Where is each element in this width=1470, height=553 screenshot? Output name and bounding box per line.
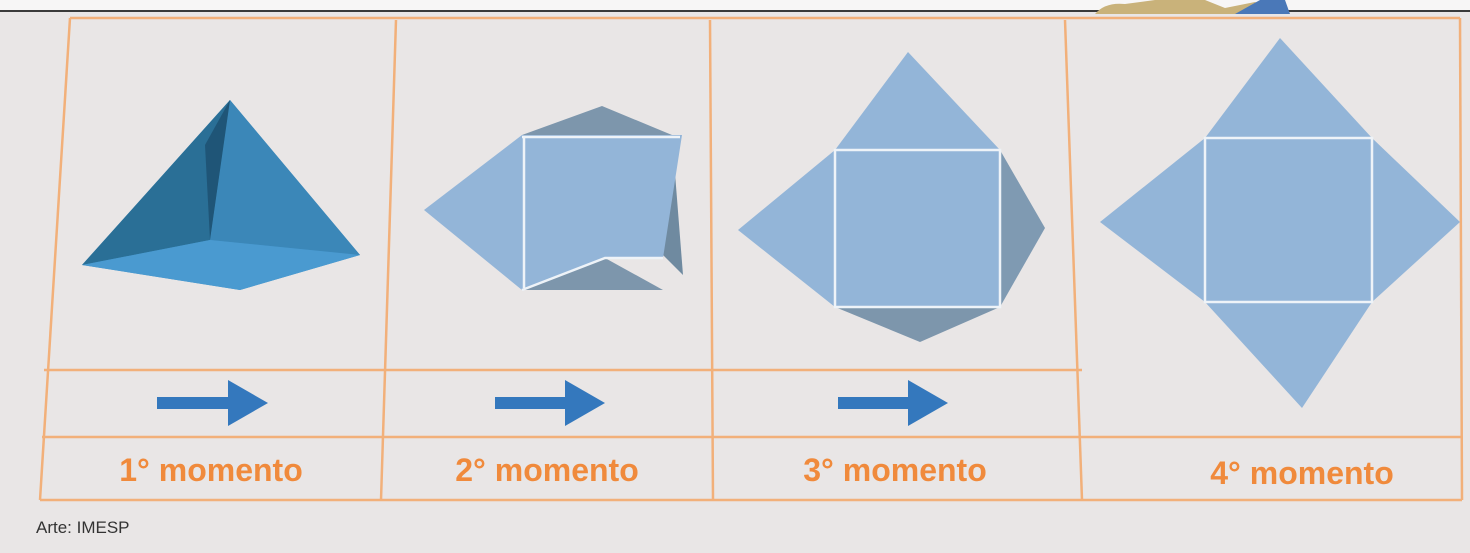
arrow-right-icon: [838, 380, 948, 426]
arrow-right-icon: [495, 380, 605, 426]
step-label-3: 3° momento: [803, 452, 987, 488]
step-label-2: 2° momento: [455, 452, 639, 488]
step-label-4: 4° momento: [1210, 455, 1394, 491]
table-grid: [38, 16, 1464, 502]
pyramid-almost-flat: [738, 52, 1045, 342]
art-credit: Arte: IMESP: [36, 518, 130, 537]
pyramid-closed: [82, 100, 360, 290]
illustration-fragment: [1095, 0, 1290, 14]
step-label-1: 1° momento: [119, 452, 303, 488]
arrow-right-icon: [157, 380, 268, 426]
pyramid-partly-open: [424, 106, 683, 292]
pyramid-flat-net: [1100, 38, 1460, 408]
